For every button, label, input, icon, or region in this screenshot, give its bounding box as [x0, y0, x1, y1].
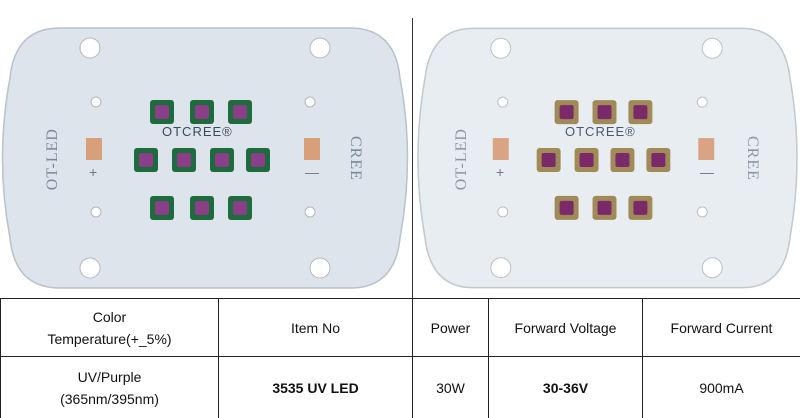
spec-table: Color Temperature(+_5%) Item No Power Fo… [0, 298, 800, 418]
header-power: Power [412, 298, 489, 357]
header-item-no: Item No [218, 298, 413, 357]
led-row-1 [150, 100, 252, 124]
product-photos: OTCREE® OT-LED CREE + — [0, 18, 800, 298]
small-hole [497, 96, 509, 108]
mount-hole [701, 37, 723, 59]
led-chip [628, 100, 653, 125]
led-chip [246, 148, 270, 172]
led-chip [554, 195, 579, 220]
small-hole [304, 206, 316, 218]
cell-forward-current-value: 900mA [642, 356, 800, 418]
spec-header-row: Color Temperature(+_5%) Item No Power Fo… [0, 298, 800, 357]
led-row-3 [150, 196, 252, 220]
small-hole [696, 206, 708, 218]
board-brand-text: OTCREE® [565, 124, 636, 139]
led-chip [536, 148, 561, 172]
led-chip [172, 148, 196, 172]
mount-hole [490, 257, 512, 279]
led-board-photo-left: OTCREE® OT-LED CREE + — [0, 18, 412, 298]
mount-hole [490, 37, 512, 59]
header-forward-current: Forward Current [642, 298, 800, 357]
board-label-right: CREE [744, 136, 761, 181]
board-label-right: CREE [347, 136, 364, 181]
mount-hole [701, 257, 723, 279]
small-hole [696, 96, 708, 108]
led-row-1 [554, 100, 653, 125]
solder-pad-minus [304, 138, 320, 160]
solder-pad-plus [86, 138, 102, 160]
board-label-left: OT-LED [453, 128, 470, 191]
board-outline [1, 27, 409, 289]
led-board-photo-right: OTCREE® OT-LED CREE + — [412, 18, 800, 298]
polarity-plus: + [496, 164, 505, 180]
led-board-left [1, 27, 409, 289]
header-forward-voltage: Forward Voltage [488, 298, 643, 357]
mount-hole [79, 37, 101, 59]
led-chip [190, 100, 214, 124]
polarity-minus: — [305, 164, 319, 180]
header-color-temperature: Color Temperature(+_5%) [0, 298, 219, 357]
led-chip [190, 196, 214, 220]
board-label-left: OT-LED [44, 128, 61, 191]
led-chip [150, 100, 174, 124]
led-board-right [417, 27, 798, 289]
mount-hole [309, 37, 331, 59]
small-hole [90, 206, 102, 218]
small-hole [304, 96, 316, 108]
led-chip [610, 148, 635, 172]
led-chip [574, 148, 599, 172]
led-chip [228, 100, 252, 124]
led-chip [228, 196, 252, 220]
led-chip [554, 100, 579, 125]
cell-power-value: 30W [412, 356, 489, 418]
spec-value-row: UV/Purple (365nm/395nm) 3535 UV LED 30W … [0, 356, 800, 418]
led-row-2 [536, 148, 671, 172]
polarity-minus: — [700, 164, 714, 180]
led-chip [592, 100, 617, 125]
board-outline [417, 27, 798, 289]
led-chip [628, 195, 653, 220]
led-chip [150, 196, 174, 220]
polarity-plus: + [89, 164, 98, 180]
mount-hole [79, 257, 101, 279]
solder-pad-plus [492, 138, 509, 160]
cell-item-no-value: 3535 UV LED [218, 356, 413, 418]
led-chip [592, 195, 617, 220]
mount-hole [309, 257, 331, 279]
small-hole [90, 96, 102, 108]
small-hole [497, 206, 509, 218]
led-chip [210, 148, 234, 172]
led-chip [646, 148, 671, 172]
solder-pad-minus [698, 138, 715, 160]
led-chip [134, 148, 158, 172]
led-row-3 [554, 195, 653, 220]
led-row-2 [134, 148, 270, 172]
cell-forward-voltage-value: 30-36V [488, 356, 643, 418]
cell-color-value: UV/Purple (365nm/395nm) [0, 356, 219, 418]
board-brand-text: OTCREE® [162, 124, 233, 139]
